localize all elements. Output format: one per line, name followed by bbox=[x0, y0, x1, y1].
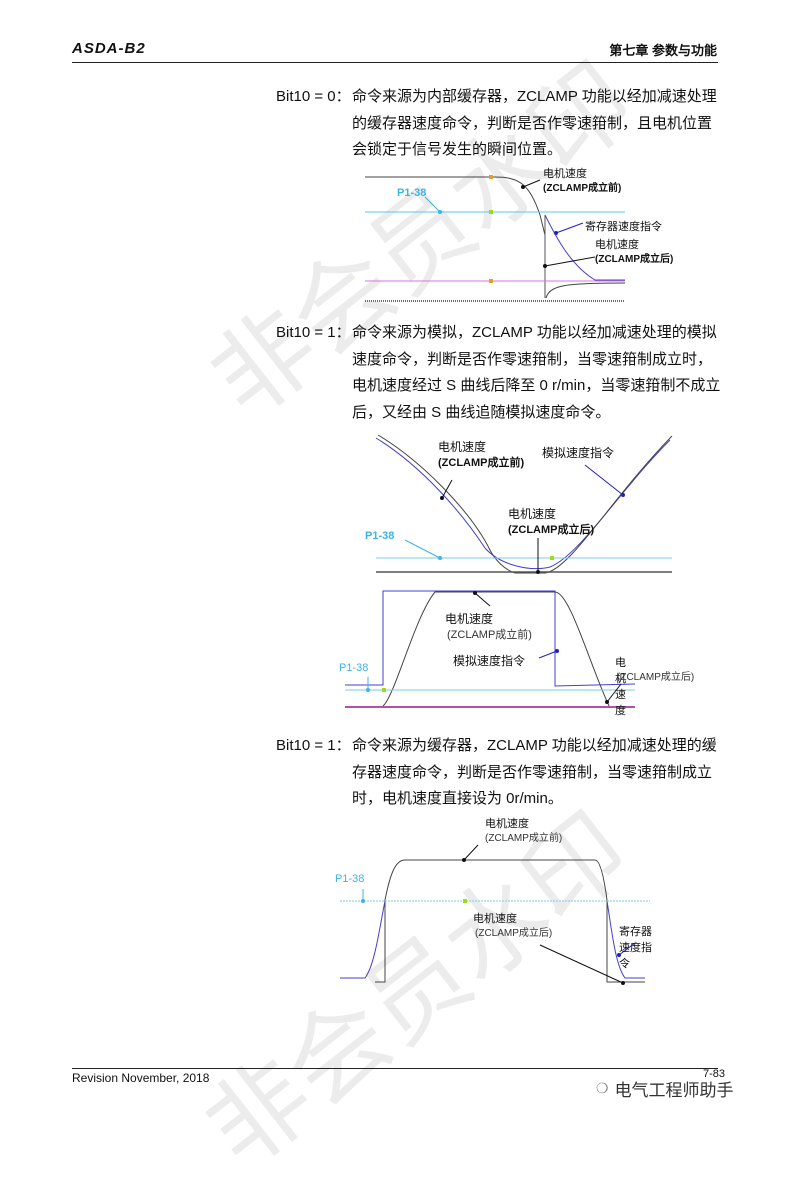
page-number: 7-83 bbox=[703, 1068, 726, 1080]
annotation-motor-before: 电机速度 bbox=[438, 440, 487, 454]
threshold-label: P1-38 bbox=[397, 187, 427, 199]
annotation-motor-after-sub: (ZCLAMP成立后) bbox=[617, 672, 695, 683]
header-divider bbox=[72, 62, 718, 63]
annotation-motor-after-sub: (ZCLAMP成立后) bbox=[595, 254, 674, 265]
section-bit10-1-buffer: Bit10 = 1： 命令来源为缓存器，ZCLAMP 功能以经加减速处理的缓存器… bbox=[276, 733, 726, 813]
revision-text: Revision November, 2018 bbox=[72, 1071, 210, 1085]
section-bit10-0: Bit10 = 0： 命令来源为内部缓存器，ZCLAMP 功能以经加减速处理的缓… bbox=[276, 84, 726, 164]
annotation-motor-after: 电机速度 bbox=[473, 913, 517, 925]
annotation-motor-after: 电机速度 bbox=[615, 657, 626, 717]
chapter-title: 第七章 参数与功能 bbox=[609, 43, 717, 58]
section-text: 命令来源为内部缓存器，ZCLAMP 功能以经加减速处理的缓存器速度命令，判断是否… bbox=[352, 88, 717, 158]
footer-divider bbox=[72, 1068, 718, 1069]
figure-buffer-trapezoid: 电机速度 (ZCLAMP成立前) 电机速度 (ZCLAMP成立后) 寄存器速度指… bbox=[335, 815, 655, 995]
annotation-motor-before-sub: (ZCLAMP成立前) bbox=[543, 183, 622, 194]
annotation-command: 寄存器速度指令 bbox=[619, 926, 652, 970]
annotation-motor-before: 电机速度 bbox=[445, 612, 494, 626]
annotation-motor-after: 电机速度 bbox=[508, 507, 557, 521]
annotation-motor-after: 电机速度 bbox=[595, 239, 639, 251]
annotation-motor-before: 电机速度 bbox=[543, 168, 587, 180]
brand-watermark: ❍ 电气工程师助手 bbox=[596, 1076, 734, 1101]
section-text: 命令来源为模拟，ZCLAMP 功能以经加减速处理的模拟速度命令，判断是否作零速箝… bbox=[352, 324, 721, 421]
section-label: Bit10 = 1： bbox=[276, 737, 351, 754]
section-label: Bit10 = 1： bbox=[276, 324, 351, 341]
annotation-motor-before-sub: (ZCLAMP成立前) bbox=[447, 629, 532, 641]
section-label: Bit10 = 0： bbox=[276, 88, 351, 105]
figure-analog-v: 电机速度 (ZCLAMP成立前) 模拟速度指令 电机速度 (ZCLAMP成立后)… bbox=[340, 430, 690, 580]
section-text: 命令来源为缓存器，ZCLAMP 功能以经加减速处理的缓存器速度命令，判断是否作零… bbox=[352, 737, 717, 807]
annotation-motor-before: 电机速度 bbox=[485, 818, 529, 830]
annotation-command: 模拟速度指令 bbox=[542, 446, 615, 460]
threshold-label: P1-38 bbox=[365, 530, 395, 542]
figure-analog-trapezoid: 电机速度 (ZCLAMP成立前) 模拟速度指令 电机速度 (ZCLAMP成立后)… bbox=[335, 586, 694, 717]
annotation-motor-after-sub: (ZCLAMP成立后) bbox=[475, 928, 553, 939]
annotation-motor-before-sub: (ZCLAMP成立前) bbox=[438, 457, 525, 469]
annotation-command: 模拟速度指令 bbox=[453, 654, 526, 668]
threshold-label: P1-38 bbox=[339, 662, 369, 674]
figure-internal-buffer: P1-38 电机速度 (ZCLAMP成立前) 寄存器速度指令 电机速度 (ZCL… bbox=[355, 165, 725, 305]
product-logo: ASDA-B2 bbox=[72, 40, 146, 57]
section-bit10-1-analog: Bit10 = 1： 命令来源为模拟，ZCLAMP 功能以经加减速处理的模拟速度… bbox=[276, 320, 726, 426]
brand-text: 电气工程师助手 bbox=[614, 1081, 734, 1100]
annotation-command: 寄存器速度指令 bbox=[585, 221, 662, 233]
threshold-label: P1-38 bbox=[335, 873, 365, 885]
annotation-motor-after-sub: (ZCLAMP成立后) bbox=[508, 524, 595, 536]
annotation-motor-before-sub: (ZCLAMP成立前) bbox=[485, 833, 563, 844]
wechat-icon: ❍ bbox=[596, 1080, 609, 1096]
